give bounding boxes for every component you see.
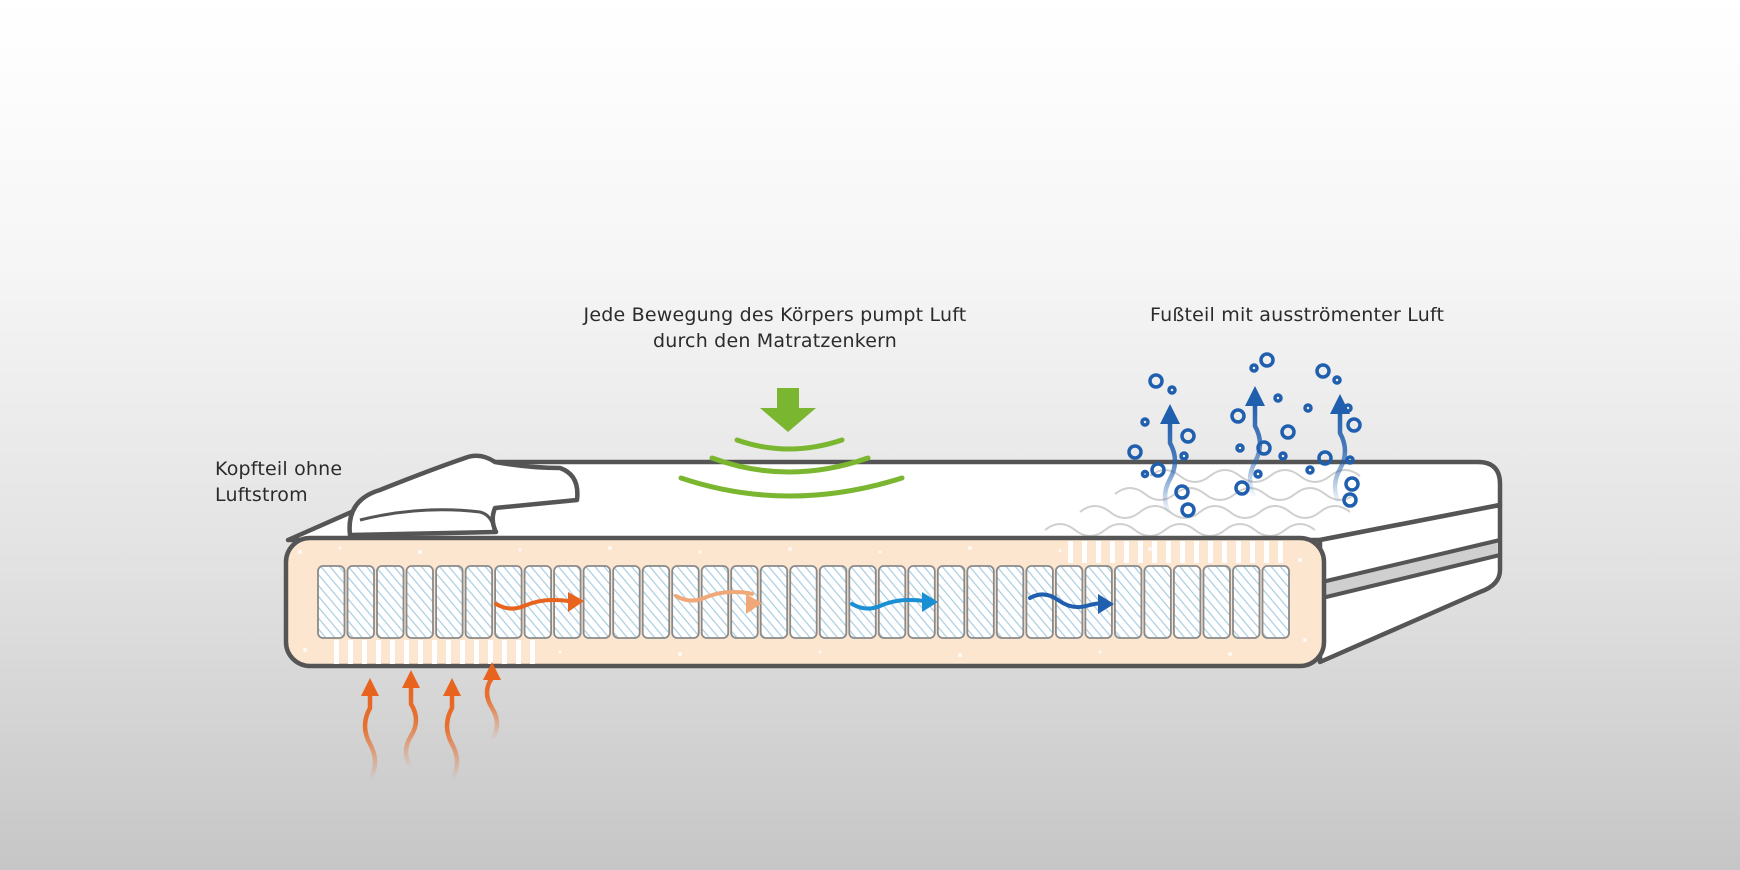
mattress-side-panel <box>1317 502 1503 665</box>
pocket-spring <box>641 565 671 639</box>
pocket-spring <box>1202 565 1231 639</box>
warm-inflow-arrow-2 <box>402 670 420 771</box>
pocket-spring <box>1055 565 1084 639</box>
pocket-spring <box>1114 565 1143 639</box>
internal-arrow-cool <box>850 592 938 612</box>
internal-arrow-warm <box>494 592 584 612</box>
pressure-arcs <box>678 437 905 499</box>
pocket-spring <box>405 565 434 639</box>
pocket-spring <box>789 565 818 639</box>
bottom-vent-stripes <box>334 640 535 664</box>
pocket-spring <box>700 565 730 639</box>
pocket-springs <box>317 565 1290 639</box>
air-bubbles <box>1127 352 1362 518</box>
cool-air-outflow-arrows <box>1160 386 1350 518</box>
cool-outflow-arrow-2 <box>1245 386 1265 501</box>
pocket-spring <box>376 565 405 639</box>
warm-air-inflow-arrows <box>361 662 501 783</box>
top-vent-stripes <box>1068 541 1283 563</box>
label-foot-text: Fußteil mit ausströmenter Luft <box>1150 304 1445 326</box>
warm-inflow-arrow-1 <box>361 678 379 783</box>
warm-inflow-arrow-4 <box>483 662 501 743</box>
pressure-indicator <box>678 388 905 499</box>
pocket-spring <box>464 565 494 639</box>
mattress-side-band <box>1326 540 1497 598</box>
warm-inflow-arrow-3 <box>443 678 461 783</box>
pocket-spring <box>1025 565 1054 639</box>
pocket-spring <box>1232 565 1261 639</box>
internal-arrow-warm-light <box>674 589 762 614</box>
label-pumping-line-1: Jede Bewegung des Körpers pumpt Luft <box>583 304 967 326</box>
pocket-spring <box>936 565 966 639</box>
label-pumping-line-2: durch den Matratzenkern <box>652 330 898 352</box>
internal-arrow-cool-dark <box>1028 592 1114 614</box>
cool-outflow-arrow-1 <box>1160 404 1180 518</box>
label-pumping-motion: Jede Bewegung des Körpers pumpt Luft dur… <box>540 302 1010 354</box>
pocket-spring <box>582 565 611 639</box>
label-head-line-2: Luftstrom <box>215 484 308 506</box>
pocket-spring <box>818 565 848 639</box>
pocket-spring <box>612 565 641 639</box>
label-foot-section: Fußteil mit ausströmenter Luft <box>1150 302 1550 328</box>
pocket-spring <box>435 565 464 639</box>
pocket-spring <box>671 565 700 639</box>
core-foam-speckles <box>298 546 1307 657</box>
pocket-spring <box>1143 565 1172 639</box>
pocket-spring <box>346 565 375 639</box>
pocket-spring <box>317 565 346 639</box>
pressure-down-arrow <box>760 388 816 432</box>
pocket-spring <box>494 565 523 639</box>
pocket-spring <box>759 565 789 639</box>
internal-airflow-arrows <box>494 589 1114 614</box>
pillow <box>347 453 580 538</box>
pocket-spring <box>966 565 995 639</box>
pocket-spring <box>1261 565 1290 639</box>
pocket-spring <box>848 565 877 639</box>
pocket-spring <box>995 565 1025 639</box>
label-head-section: Kopfteil ohne Luftstrom <box>215 456 415 508</box>
label-head-line-1: Kopfteil ohne <box>215 458 343 480</box>
pocket-spring <box>1173 565 1202 639</box>
